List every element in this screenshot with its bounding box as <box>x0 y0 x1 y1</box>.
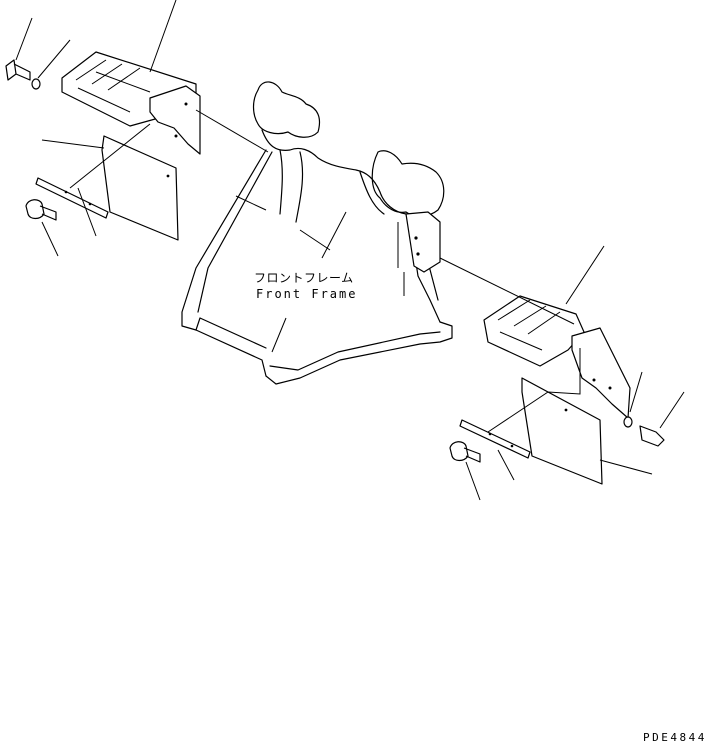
frame-top-ridge <box>279 149 385 223</box>
center-line-left <box>195 109 269 153</box>
front-frame-label-jp: フロントフレーム <box>254 271 354 285</box>
right-step-ribs <box>497 299 561 351</box>
left-mud-flap <box>101 135 179 241</box>
right-leader-lines <box>465 245 685 501</box>
left-leader-lines <box>15 0 177 257</box>
right-bolt <box>639 425 665 447</box>
front-frame <box>181 81 453 385</box>
front-frame-label-en: Front Frame <box>256 287 358 301</box>
right-step-tread <box>483 295 585 367</box>
center-line-right-lower <box>487 348 581 433</box>
frame-bottom-inner <box>269 331 441 371</box>
left-step-bracket <box>149 85 201 155</box>
center-line-right <box>439 257 575 325</box>
frame-web-lines <box>235 195 405 353</box>
frame-plate-right <box>405 211 441 273</box>
left-top-bolt <box>5 59 31 81</box>
left-lower-bolt <box>25 199 57 221</box>
frame-upper-body <box>261 129 407 215</box>
assembly-center-lines <box>69 109 581 433</box>
right-lower-bolt <box>449 441 481 463</box>
document-code: PDE4844 <box>643 731 707 744</box>
left-washer <box>31 78 41 90</box>
left-step-assembly <box>5 0 201 257</box>
right-mud-flap <box>521 377 603 485</box>
left-spacer-bar <box>35 177 109 219</box>
right-spacer-bar <box>459 419 531 459</box>
left-step-ribs <box>75 59 151 113</box>
frame-bottom-edge <box>265 321 453 385</box>
right-step-assembly <box>449 245 685 501</box>
right-washer <box>623 416 633 428</box>
frame-left-side <box>181 149 267 377</box>
right-mount-boss <box>371 150 445 217</box>
center-line-left-lower <box>69 123 151 189</box>
frame-left-inner <box>195 151 273 349</box>
left-mount-boss <box>252 81 321 138</box>
right-step-bracket <box>571 327 631 419</box>
